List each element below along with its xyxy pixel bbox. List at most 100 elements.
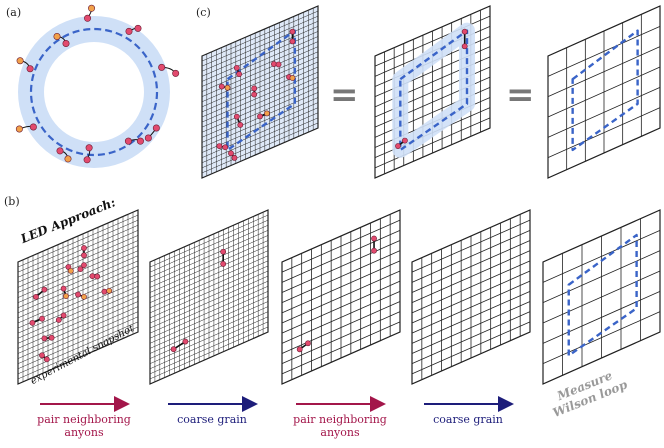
grid-line-horizontal xyxy=(201,107,319,158)
anyon xyxy=(251,85,258,92)
anyon xyxy=(85,144,93,152)
anyon xyxy=(64,155,72,163)
anyon xyxy=(62,40,70,48)
grid-line-horizontal xyxy=(149,326,269,380)
anyon xyxy=(218,83,225,90)
anyon xyxy=(461,28,468,35)
equals-sign-1: = xyxy=(330,75,359,115)
anyon xyxy=(88,4,96,12)
anyon xyxy=(395,143,401,149)
anyon xyxy=(39,315,45,322)
anyon xyxy=(224,84,231,91)
ring-anyons xyxy=(15,4,180,164)
grid-line-horizontal xyxy=(201,117,319,169)
anyon xyxy=(289,38,296,45)
anyon xyxy=(237,122,244,128)
anyon xyxy=(101,288,108,295)
wilson-loop xyxy=(567,233,638,357)
grid-line-horizontal xyxy=(201,122,319,174)
anyon xyxy=(136,137,144,145)
anyon xyxy=(83,156,91,164)
anyon xyxy=(89,273,96,280)
anyon xyxy=(55,317,62,323)
anyon xyxy=(15,125,23,133)
grid-line-horizontal xyxy=(281,311,401,365)
anyon xyxy=(81,262,87,269)
anyon xyxy=(41,335,48,342)
grid-line-horizontal xyxy=(17,311,139,364)
anyon xyxy=(220,248,227,255)
grid-border xyxy=(17,209,139,385)
anyon xyxy=(220,261,227,267)
grid-line-horizontal xyxy=(149,311,269,364)
grid-line-horizontal xyxy=(411,321,531,375)
anyon xyxy=(63,293,69,299)
anyon xyxy=(170,346,177,353)
grid-line-horizontal xyxy=(17,316,139,369)
grid-line-horizontal xyxy=(149,316,269,369)
anyon xyxy=(134,24,142,32)
anyon xyxy=(84,14,92,22)
anyon xyxy=(16,57,24,65)
grid-border xyxy=(149,209,269,385)
anyon xyxy=(56,147,64,155)
anyon xyxy=(236,71,243,78)
panel-b-grid-wilson xyxy=(542,209,661,385)
panel-b-grid-paired xyxy=(149,209,269,385)
grid-border xyxy=(201,5,319,179)
grid-border xyxy=(374,5,491,179)
anyon xyxy=(26,65,34,73)
step-label-2: coarse grain xyxy=(177,413,247,426)
anyon xyxy=(401,137,408,144)
anyon xyxy=(257,113,263,120)
anyon xyxy=(371,235,377,242)
anyon xyxy=(81,293,87,300)
panel-c-grid-paired xyxy=(374,5,491,179)
panel-label-a: (a) xyxy=(6,6,22,19)
anyon xyxy=(60,285,67,292)
anyon xyxy=(75,291,81,298)
anyon xyxy=(39,352,45,359)
anyon xyxy=(182,338,189,345)
anyon xyxy=(29,319,36,326)
wilson-loop xyxy=(226,29,296,152)
anyon xyxy=(48,334,55,341)
grid-border xyxy=(281,209,401,385)
grid-line-horizontal xyxy=(374,117,491,169)
panel-a-ring-diagram xyxy=(15,4,180,168)
panel-b-grid-snapshot xyxy=(17,209,139,385)
anyon xyxy=(81,252,87,259)
anyon xyxy=(125,27,133,35)
panel-b-grid-coarse2 xyxy=(411,209,531,385)
anyon xyxy=(29,123,37,131)
wilson-loop xyxy=(571,29,639,152)
anyon xyxy=(106,287,113,294)
grid-line-horizontal xyxy=(547,107,661,159)
anyon xyxy=(144,134,152,142)
grid-line-horizontal xyxy=(17,321,139,375)
grid-line-horizontal xyxy=(149,321,269,375)
anyon xyxy=(158,63,166,71)
step-label-4: coarse grain xyxy=(433,413,503,426)
anyon xyxy=(251,91,258,98)
anyon xyxy=(233,64,240,71)
anyon xyxy=(152,124,160,132)
anyon xyxy=(67,267,74,274)
grid-border xyxy=(542,209,661,385)
anyon xyxy=(289,75,296,81)
anyon xyxy=(41,286,48,293)
anyon xyxy=(305,340,311,347)
panel-c-grid-loop xyxy=(547,5,661,179)
anyon xyxy=(296,346,303,353)
grid-line-horizontal xyxy=(411,311,531,365)
anyon xyxy=(124,137,132,145)
panel-b-grid-coarse1 xyxy=(281,209,401,385)
anyon xyxy=(172,69,180,77)
panel-label-b: (b) xyxy=(4,195,20,208)
panel-label-c: (c) xyxy=(196,6,211,19)
anyon xyxy=(216,143,223,149)
panel-c-grid-anyons xyxy=(201,5,319,179)
anyon xyxy=(275,61,282,68)
